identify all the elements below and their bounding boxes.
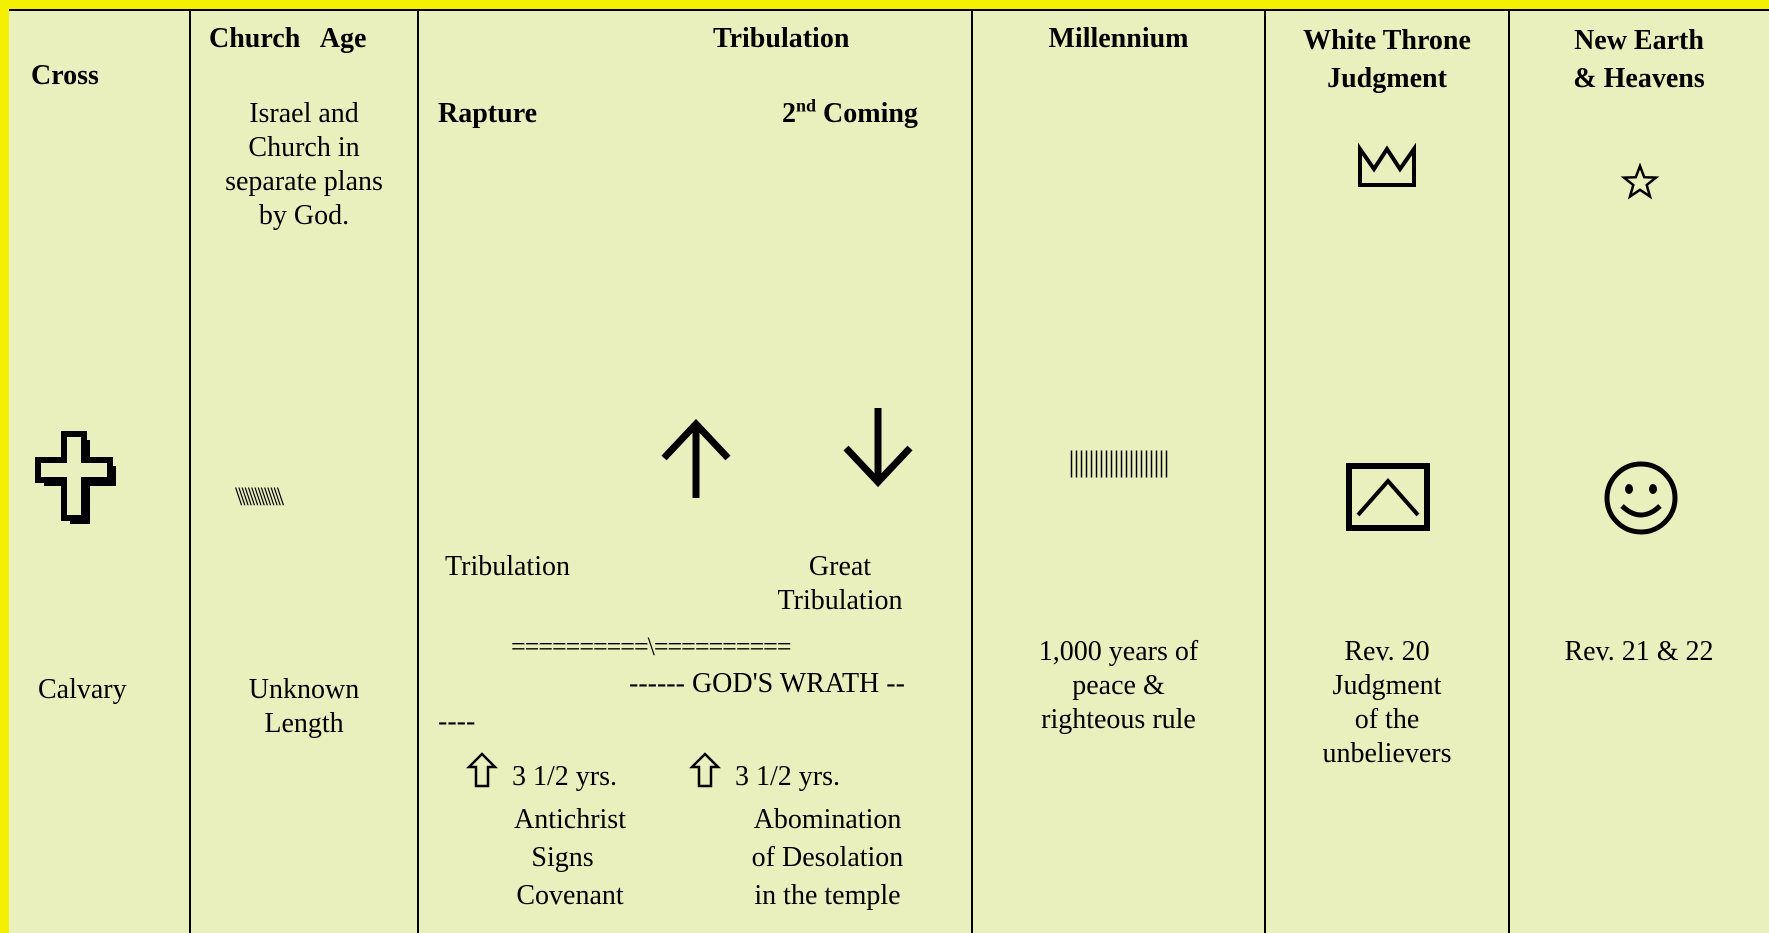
column-divider (1508, 9, 1510, 933)
cross-header: Cross (31, 60, 99, 91)
tribulation-period-label: Tribulation (445, 551, 570, 582)
new-earth-caption: Rev. 21 & 22 (1564, 636, 1714, 667)
gods-wrath-line: ------ GOD'S WRATH -- (629, 668, 905, 699)
church-age-header: Church Age (209, 23, 367, 54)
white-throne-caption: Rev. 20 Judgment of the unbelievers (1322, 636, 1452, 769)
millennium-marks: |||||||||||||||||||| (1068, 445, 1169, 478)
column-divider (971, 9, 973, 933)
white-throne-header: White Throne Judgment (1303, 25, 1471, 94)
column-divider (417, 9, 419, 933)
crown-icon (1358, 142, 1416, 187)
star-icon (1620, 162, 1660, 200)
millennium-header: Millennium (1048, 23, 1189, 54)
rapture-label: Rapture (438, 98, 538, 129)
hollow-up-arrow-icon (465, 752, 499, 788)
millennium-caption: 1,000 years of peace & righteous rule (1038, 636, 1199, 735)
tribulation-header: Tribulation (713, 23, 850, 54)
down-arrow-icon (843, 408, 913, 488)
cross-icon (35, 431, 116, 524)
church-age-marks: \\\\\\\\\\\\\\ (235, 482, 284, 511)
up-arrow-icon (661, 418, 731, 498)
church-age-caption: Unknown Length (248, 674, 360, 739)
new-earth-header: New Earth & Heavens (1573, 25, 1705, 94)
top-rule (9, 9, 1769, 11)
calvary-caption: Calvary (38, 674, 127, 705)
great-tribulation-label: Great Tribulation (777, 551, 903, 616)
second-half-years: 3 1/2 yrs. (735, 761, 840, 792)
framed-chevron-icon (1346, 463, 1430, 531)
first-half-events: Antichrist Signs Covenant (514, 804, 626, 911)
tribulation-divider: ==========\========== (511, 632, 791, 661)
second-coming-label: 2nd Coming (782, 95, 918, 129)
column-divider (1264, 9, 1266, 933)
hollow-up-arrow-icon (688, 752, 722, 788)
gods-wrath-continuation: ---- (438, 706, 476, 737)
second-half-events: Abomination of Desolation in the temple (751, 804, 904, 911)
church-age-description: Israel and Church in separate plans by G… (225, 98, 383, 231)
first-half-years: 3 1/2 yrs. (512, 761, 617, 792)
smiley-icon (1604, 461, 1678, 535)
column-divider (189, 9, 191, 933)
